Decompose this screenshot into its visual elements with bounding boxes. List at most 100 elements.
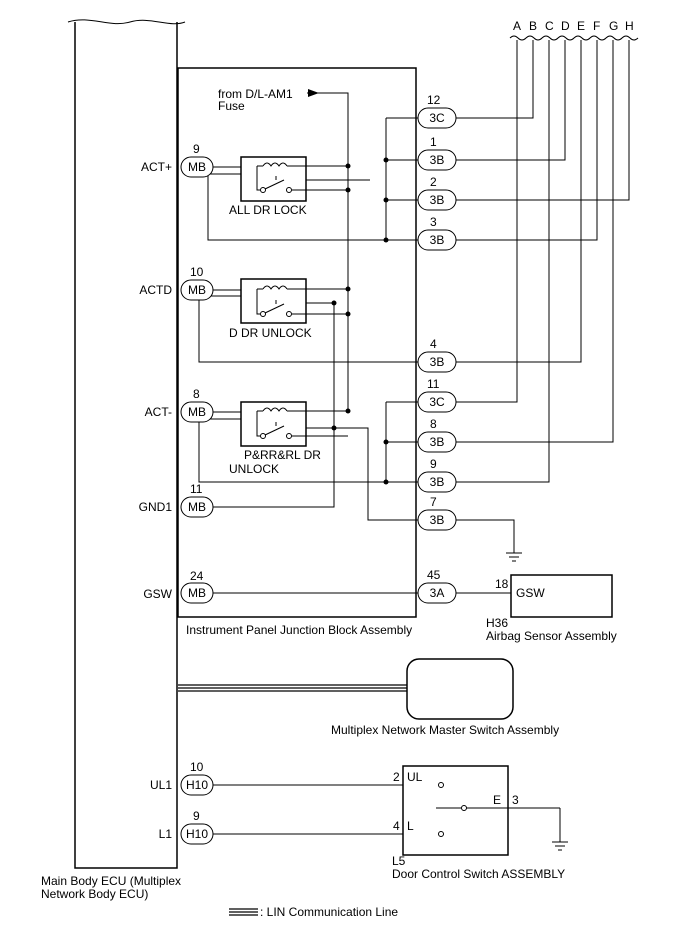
- relay-common-lower: [306, 427, 418, 521]
- right-pin-3-3b: 3 3B: [417, 215, 457, 251]
- bus-letter-c: C: [545, 19, 554, 33]
- door-control-switch-assembly: 2 UL 4 L E 3 L5 Door Control Switch ASSE…: [213, 765, 568, 881]
- ground-symbol-jb: [456, 519, 522, 562]
- left-pin-connector: MB: [188, 405, 206, 419]
- bus-break-line: [509, 35, 639, 41]
- right-pin-2-3b: 2 3B: [417, 175, 457, 211]
- left-pin-connector: MB: [188, 283, 206, 297]
- left-pin-number: 10: [190, 265, 204, 279]
- relay-label-all-dr-lock: ALL DR LOCK: [229, 203, 307, 217]
- right-pin-number: 9: [430, 457, 437, 471]
- relay-all-dr-lock: ALL DR LOCK: [207, 156, 418, 241]
- bus-letter-b: B: [529, 19, 537, 33]
- left-signal-label: L1: [159, 827, 173, 841]
- left-pin-connector: H10: [186, 778, 208, 792]
- right-pin-connector: 3B: [430, 153, 445, 167]
- fuse-label-line1: from D/L-AM1: [218, 87, 293, 101]
- relay-common-vertical: [213, 303, 335, 508]
- right-pin-number: 12: [427, 93, 441, 107]
- airbag-name: Airbag Sensor Assembly: [486, 629, 617, 643]
- right-pin-connector: 3B: [430, 355, 445, 369]
- left-pin-ul1: UL1 10 H10: [150, 760, 214, 796]
- dcs-name: Door Control Switch ASSEMBLY: [392, 867, 565, 881]
- relay-label-prr-line2: UNLOCK: [229, 462, 279, 476]
- left-pin-number: 10: [190, 760, 204, 774]
- bus-letter-a: A: [513, 19, 521, 33]
- left-pin-act-plus: ACT+ 9 MB: [141, 142, 214, 178]
- right-pin-connector: 3A: [430, 586, 445, 600]
- left-pin-number: 8: [193, 387, 200, 401]
- lin-line: [178, 684, 407, 692]
- junction-dots: [331, 157, 389, 485]
- left-pin-actd: ACTD 10 MB: [139, 265, 214, 301]
- right-pin-45-3a: 45 3A: [417, 568, 457, 604]
- left-pin-number: 11: [190, 482, 203, 496]
- airbag-sensor-assembly: 18 GSW H36 Airbag Sensor Assembly: [456, 574, 617, 643]
- ecu-label-line1: Main Body ECU (Multiplex: [41, 874, 181, 888]
- dcs-l-pin: 4: [393, 819, 400, 833]
- dcs-e-pin: 3: [512, 793, 519, 807]
- dcs-e-label: E: [493, 793, 501, 807]
- relay-d-dr-unlock: D DR UNLOCK: [198, 278, 418, 363]
- fuse-feed-wire: [307, 92, 349, 412]
- multiplex-master-switch-box: [406, 658, 514, 720]
- right-pin-9-3b: 9 3B: [417, 457, 457, 493]
- dcs-l-label: L: [407, 819, 414, 833]
- right-pin-8-3b: 8 3B: [417, 417, 457, 453]
- right-pin-7-3b: 7 3B: [417, 495, 457, 531]
- junction-block-name: Instrument Panel Junction Block Assembly: [186, 623, 412, 637]
- left-signal-label: GSW: [143, 587, 172, 601]
- airbag-gsw-label: GSW: [516, 586, 545, 600]
- dcs-ul-pin: 2: [393, 770, 400, 784]
- multiplex-master-switch-label: Multiplex Network Master Switch Assembly: [331, 723, 559, 737]
- right-pin-connector: 3C: [429, 111, 445, 125]
- relay-label-prr-line1: P&RR&RL DR: [244, 448, 321, 462]
- left-signal-label: ACTD: [139, 283, 172, 297]
- right-pin-connector: 3C: [429, 395, 445, 409]
- ecu-label-line2: Network Body ECU): [41, 887, 148, 901]
- airbag-pin-number: 18: [495, 577, 509, 591]
- fuse-label-line2: Fuse: [218, 99, 245, 113]
- bus-wires: [456, 40, 630, 483]
- bus-letters: A B C D E F G H: [509, 19, 639, 41]
- right-pin-number: 4: [430, 337, 437, 351]
- left-signal-label: ACT+: [141, 160, 172, 174]
- right-pin-number: 11: [427, 377, 440, 391]
- right-pin-number: 2: [430, 175, 437, 189]
- right-pin-number: 1: [430, 135, 437, 149]
- left-pin-connector: H10: [186, 827, 208, 841]
- right-pin-connector: 3B: [430, 513, 445, 527]
- bus-letter-h: H: [625, 19, 634, 33]
- relay-prr-dr-unlock: P&RR&RL DR UNLOCK: [198, 401, 418, 483]
- right-pin-number: 3: [430, 215, 437, 229]
- bus-letter-e: E: [577, 19, 585, 33]
- left-pin-act-minus: ACT- 8 MB: [145, 387, 214, 423]
- fuse-arrow: [308, 89, 319, 97]
- right-pin-1-3b: 1 3B: [417, 135, 457, 171]
- bus-letter-d: D: [561, 19, 570, 33]
- dcs-code: L5: [392, 854, 406, 868]
- relay-label-d-dr-unlock: D DR UNLOCK: [229, 326, 312, 340]
- bus-letter-f: F: [593, 19, 600, 33]
- left-signal-label: ACT-: [145, 405, 172, 419]
- left-pin-number: 24: [190, 569, 204, 583]
- ecu-top-break: [67, 19, 186, 25]
- left-signal-label: GND1: [139, 500, 173, 514]
- left-pin-gnd1: GND1 11 MB: [139, 482, 214, 518]
- airbag-code: H36: [486, 616, 508, 630]
- left-pin-connector: MB: [188, 500, 206, 514]
- right-pin-connector: 3B: [430, 435, 445, 449]
- bus-letter-g: G: [609, 19, 618, 33]
- right-pin-connector: 3B: [430, 193, 445, 207]
- right-pin-number: 45: [427, 568, 441, 582]
- right-pin-12-3c: 12 3C: [417, 93, 457, 129]
- lin-legend-label: : LIN Communication Line: [260, 905, 398, 919]
- left-signal-label: UL1: [150, 778, 172, 792]
- main-body-ecu-outline: [74, 22, 178, 869]
- right-pin-number: 8: [430, 417, 437, 431]
- left-pin-number: 9: [193, 142, 200, 156]
- lin-legend: : LIN Communication Line: [229, 905, 398, 919]
- right-pin-number: 7: [430, 495, 437, 509]
- left-pin-l1: L1 9 H10: [159, 809, 214, 845]
